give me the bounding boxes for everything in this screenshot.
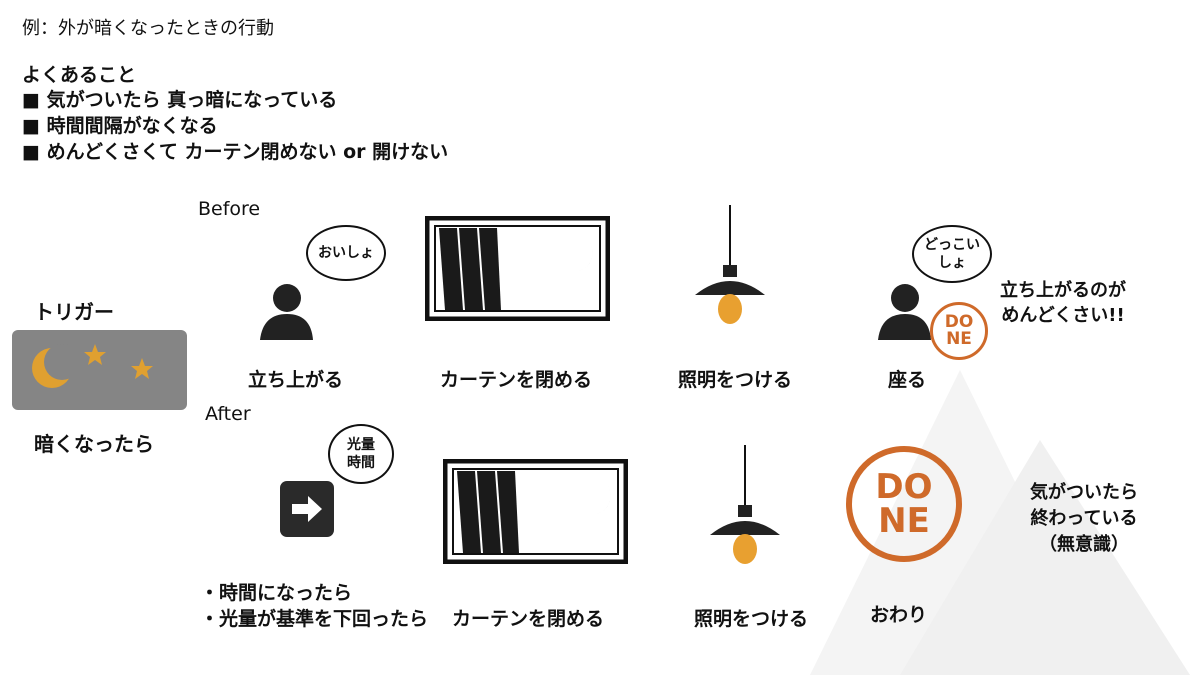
common-item: ■ 気がついたら 真っ暗になっている (22, 89, 338, 111)
common-item: ■ めんどくさくて カーテン閉めない or 開けない (22, 141, 449, 163)
ceiling-lamp-icon (695, 205, 765, 324)
step-label: 照明をつける (678, 369, 793, 391)
trigger-label: トリガー (34, 300, 114, 324)
ceiling-lamp-icon (710, 445, 780, 564)
after-label: After (205, 403, 251, 425)
common-item: ■ 時間間隔がなくなる (22, 115, 218, 137)
before-comment: 立ち上がるのが めんどくさい!! (1000, 280, 1126, 326)
step-label: 照明をつける (694, 608, 809, 630)
common-heading: よくあること (22, 64, 137, 86)
background-triangles (810, 370, 1190, 675)
arrow-right-icon (280, 481, 334, 537)
step-label: 座る (888, 369, 927, 391)
person-icon (260, 284, 313, 340)
page-title: 例：外が暗くなったときの行動 (22, 18, 274, 39)
step-label: カーテンを閉める (440, 369, 593, 391)
condition-item: ・時間になったら (200, 582, 353, 604)
step-label: 立ち上がる (248, 369, 344, 391)
speech-bubble: おいしょ (306, 225, 386, 281)
step-label: カーテンを閉める (452, 608, 605, 630)
speech-bubble: どっこいしょ (912, 225, 992, 283)
person-icon (878, 284, 931, 340)
window-curtain-icon (443, 459, 628, 564)
trigger-caption: 暗くなったら (34, 432, 154, 456)
speech-bubble: 光量 時間 (328, 424, 394, 484)
after-comment: 気がついたら 終わっている （無意識） (1030, 482, 1138, 555)
condition-item: ・光量が基準を下回ったら (200, 608, 429, 630)
before-label: Before (198, 198, 261, 220)
step-label: おわり (870, 604, 928, 626)
trigger-night-icon (12, 330, 187, 410)
window-curtain-icon (425, 216, 610, 321)
